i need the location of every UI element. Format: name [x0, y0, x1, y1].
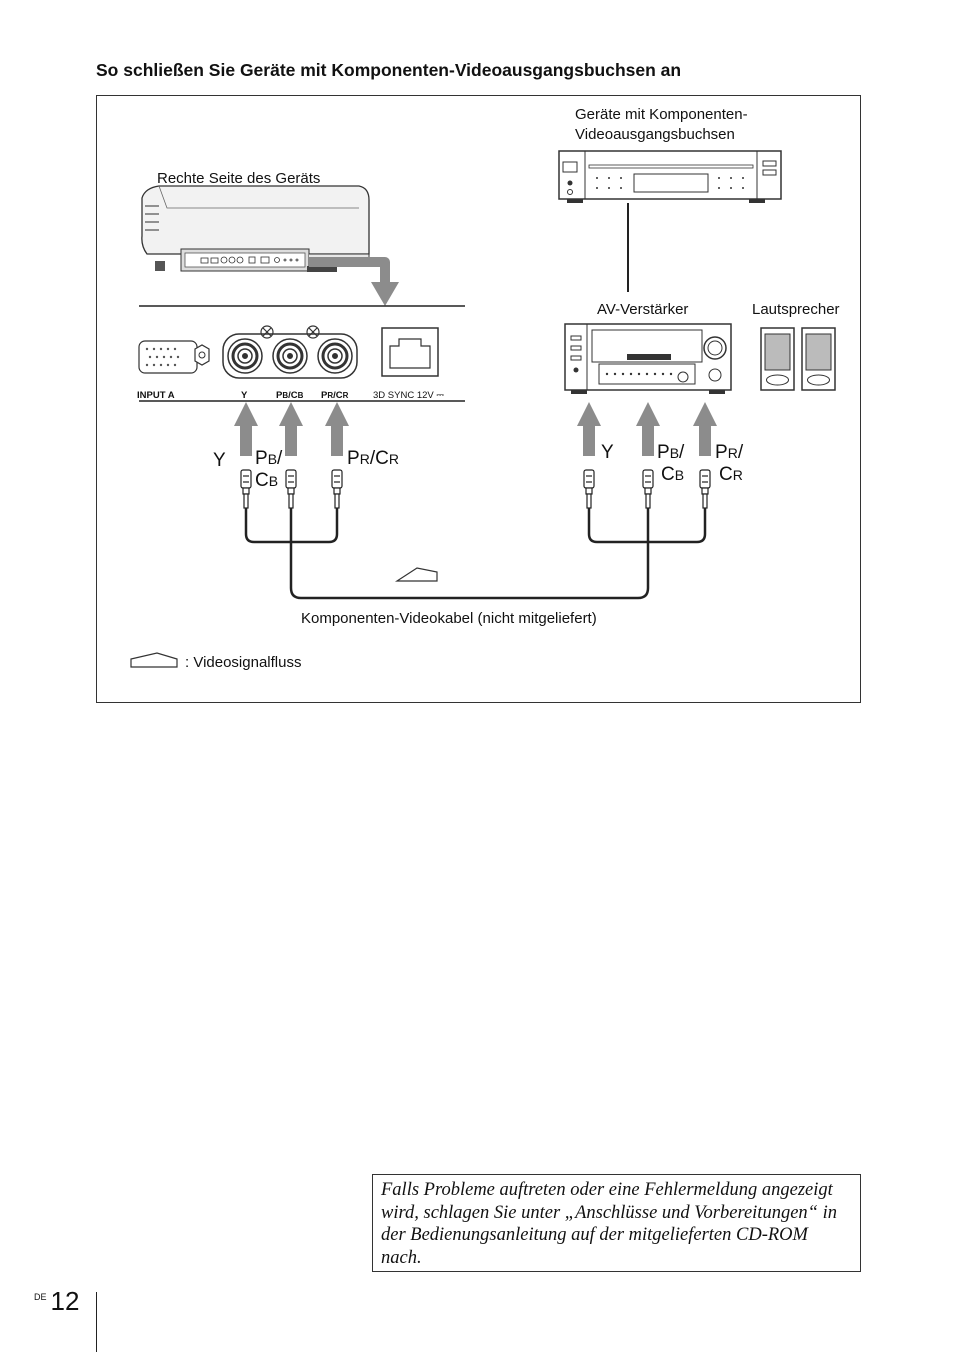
- panel-pr-cr-label: PR/CR: [321, 390, 349, 401]
- panel-3dsync-label: 3D SYNC 12V ⎓: [373, 390, 444, 401]
- component-cable: [244, 508, 707, 600]
- legend-arrow-icon: [130, 652, 178, 668]
- plug-pb-left: PB/: [255, 448, 283, 469]
- projector-label: Rechte Seite des Geräts: [157, 170, 320, 187]
- panel-input-a-label: INPUT A: [137, 390, 175, 401]
- page-lang: DE: [34, 1292, 47, 1302]
- speakers-label: Lautsprecher: [752, 301, 840, 318]
- plug-pr-cr-left: PR/CR: [347, 448, 399, 469]
- page-margin-rule: [96, 1292, 97, 1352]
- panel-pb-cb-label: PB/CB: [276, 390, 304, 401]
- page-number-value: 12: [50, 1286, 80, 1316]
- legend-label: : Videosignalfluss: [185, 654, 301, 671]
- plug-cb-left: CB: [255, 470, 278, 491]
- plug-pr-right: PR/: [715, 442, 744, 463]
- rca-plugs: [240, 469, 711, 509]
- signal-arrows: [234, 402, 717, 456]
- amplifier-illustration: [564, 323, 732, 394]
- projector-illustration: [141, 185, 399, 306]
- speakers-illustration: [760, 327, 836, 391]
- note-box: Falls Probleme auftreten oder eine Fehle…: [372, 1174, 861, 1272]
- panel-y-label: Y: [241, 390, 248, 401]
- plug-y-right: Y: [601, 442, 614, 463]
- plug-cb-right: CB: [661, 464, 684, 485]
- signal-flow-marker-icon: [394, 567, 438, 582]
- projector-panel-closeup: INPUT A Y PB/CB PR/CR 3D SYNC 12V ⎓: [137, 305, 465, 402]
- plug-cr-right: CR: [719, 464, 743, 485]
- diagram-svg: Rechte Seite des Geräts INPUT A Y PB/CB: [130, 106, 840, 671]
- plug-y-left: Y: [213, 450, 226, 471]
- cable-label: Komponenten-Videokabel (nicht mitgeliefe…: [301, 610, 597, 627]
- section-title: So schließen Sie Geräte mit Komponenten-…: [96, 60, 682, 80]
- source-device-illustration: [558, 150, 782, 203]
- amplifier-label: AV-Verstärker: [597, 301, 688, 318]
- source-device-label-line1: Geräte mit Komponenten-: [575, 106, 748, 123]
- connection-diagram: Rechte Seite des Geräts INPUT A Y PB/CB: [96, 95, 861, 703]
- plug-pb-right: PB/: [657, 442, 685, 463]
- source-device-label-line2: Videoausgangsbuchsen: [575, 126, 735, 143]
